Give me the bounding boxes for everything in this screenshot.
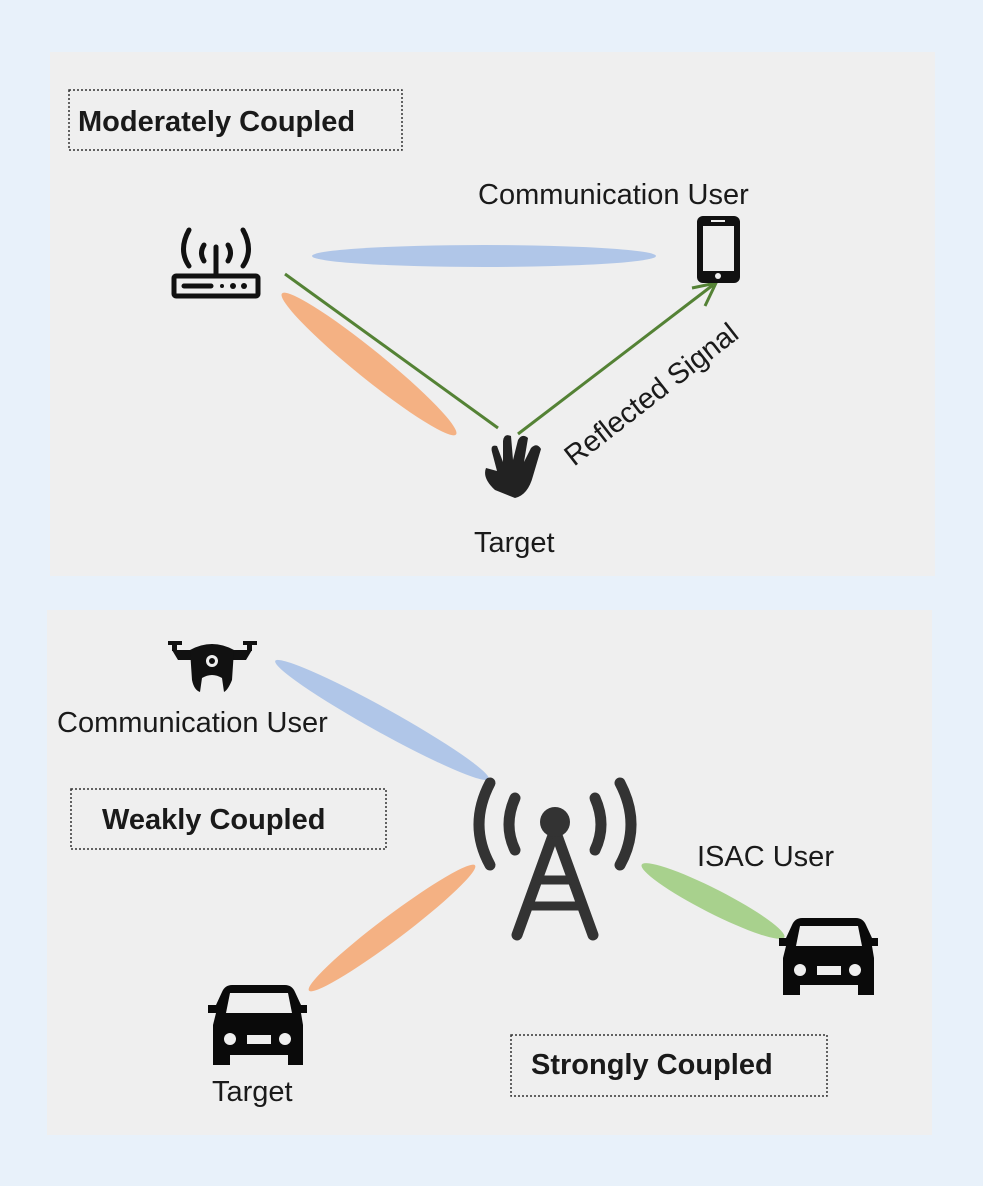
communication-beam-bottom — [275, 659, 489, 781]
sensing-beam-top — [281, 292, 457, 436]
drone-icon — [168, 641, 257, 692]
weakly-coupled-label: Weakly Coupled — [102, 804, 325, 836]
reflected-signal-arrow — [517, 283, 714, 436]
strongly-coupled-box — [510, 1034, 828, 1097]
hand-icon — [485, 435, 541, 498]
weakly-coupled-box — [70, 788, 387, 850]
isac-beam — [641, 863, 785, 939]
target-label-bottom: Target — [212, 1076, 293, 1108]
router-icon — [171, 227, 261, 299]
smartphone-icon — [697, 216, 740, 283]
moderately-coupled-box — [68, 89, 403, 151]
car-icon-isac — [779, 918, 878, 995]
strongly-coupled-label: Strongly Coupled — [531, 1049, 773, 1081]
sensing-beam-bottom — [308, 864, 476, 992]
moderately-coupled-label: Moderately Coupled — [78, 106, 355, 138]
sensing-signal-line — [284, 272, 499, 430]
target-label-top: Target — [474, 527, 555, 559]
communication-user-label-top: Communication User — [478, 179, 749, 211]
reflected-signal-label: Reflected Signal — [559, 317, 745, 472]
communication-beam-top — [312, 245, 656, 267]
weak-strong-coupled-panel — [47, 610, 932, 1135]
cell-tower-icon — [473, 777, 637, 941]
isac-user-label: ISAC User — [697, 841, 834, 873]
car-icon-target — [208, 985, 307, 1065]
communication-user-label-bottom: Communication User — [57, 707, 328, 739]
moderately-coupled-panel — [50, 52, 935, 576]
